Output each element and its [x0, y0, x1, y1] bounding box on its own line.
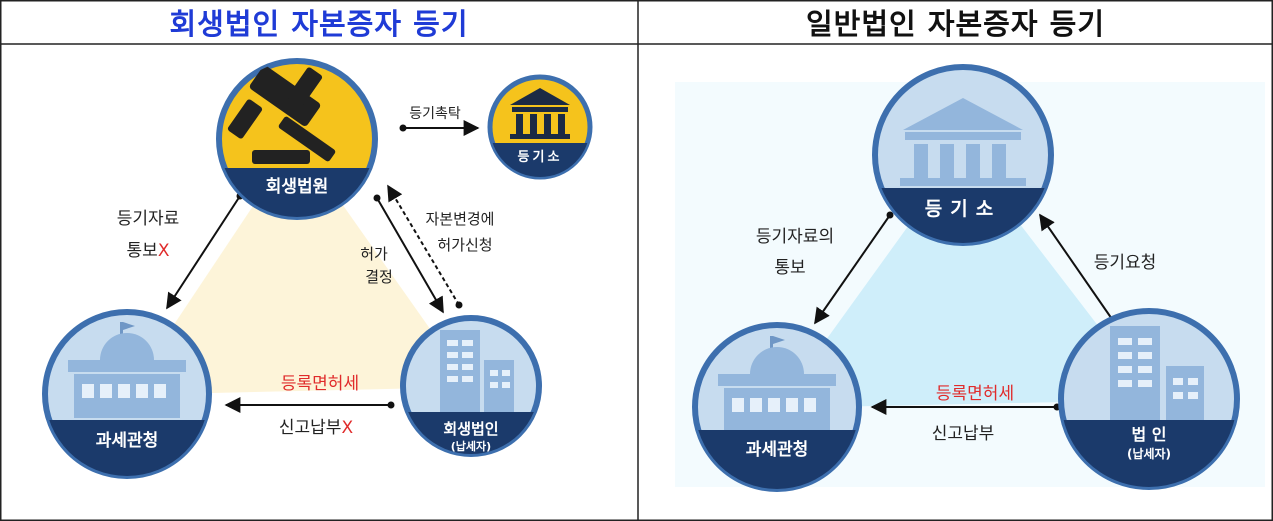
- registry-label-left: 등기소: [518, 150, 563, 165]
- registry-node-left: 등기소: [487, 74, 593, 180]
- arrow-report-right: [814, 214, 891, 325]
- label-report-right-line1: 등기자료의: [756, 227, 834, 247]
- label-request-right: 등기요청: [1094, 253, 1157, 273]
- arrow-filing-dot: [387, 401, 395, 409]
- label-request-line2: 허가신청: [437, 236, 492, 254]
- arrow-commission-dot: [399, 124, 407, 132]
- label-filing-right: 신고납부: [932, 424, 995, 444]
- right-column-title: 일반법인 자본증자 등기: [806, 7, 1105, 41]
- label-permit-line2: 결정: [365, 268, 393, 286]
- company-label-left: 회생법인: [443, 420, 498, 438]
- company-node-right: 법 인 (납세자): [1058, 308, 1240, 490]
- arrow-report: [166, 195, 241, 310]
- gavel-icon: [227, 66, 336, 164]
- left-triangle-area: [127, 140, 471, 395]
- courthouse-icon: [900, 98, 1026, 186]
- arrow-permit-dot: [373, 194, 381, 202]
- courthouse-icon: [510, 88, 570, 139]
- court-label: 회생법원: [266, 177, 329, 197]
- label-report-line1: 등기자료: [117, 209, 180, 229]
- company-label-right: 법 인: [1131, 425, 1166, 444]
- office-building-icon: [440, 330, 514, 420]
- report-not-mark: X: [158, 241, 170, 261]
- arrow-request: [387, 184, 460, 306]
- registry-label-right: 등기소: [925, 198, 1001, 220]
- arrow-permit: [376, 197, 444, 314]
- company-sub-left: (납세자): [451, 439, 491, 453]
- label-report-line2: 통보X: [127, 241, 170, 261]
- label-report-right-line2: 통보: [774, 258, 805, 278]
- label-filing-left: 신고납부X: [279, 418, 354, 438]
- tax-office-label-left: 과세관청: [96, 430, 159, 451]
- label-tax-type-left: 등록면허세: [281, 374, 359, 394]
- left-column-title: 회생법인 자본증자 등기: [169, 7, 469, 41]
- label-commission: 등기촉탁: [409, 106, 461, 122]
- arrow-report-right-dot: [886, 211, 894, 219]
- right-triangle-core: [777, 150, 1155, 408]
- label-permit-line1: 허가: [360, 245, 388, 263]
- tax-office-label-right: 과세관청: [746, 439, 809, 460]
- arrow-request-right: [1039, 213, 1115, 323]
- label-request-line1: 자본변경에: [425, 210, 494, 228]
- company-node-left: 회생법인 (납세자): [400, 315, 542, 457]
- filing-not-mark: X: [341, 418, 353, 438]
- company-sub-right: (납세자): [1127, 446, 1171, 461]
- arrow-request-dot: [455, 301, 463, 309]
- label-tax-type-right: 등록면허세: [936, 384, 1014, 404]
